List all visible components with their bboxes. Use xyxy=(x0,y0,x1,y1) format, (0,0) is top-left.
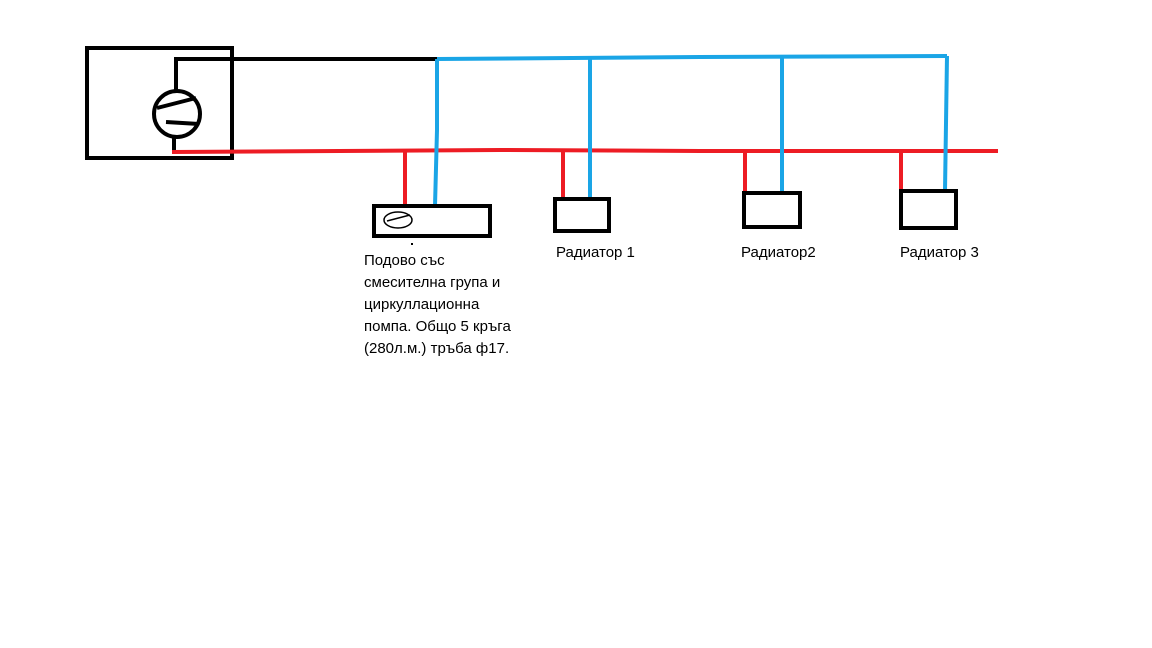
floor-heating-label-line: циркуллационна xyxy=(364,296,480,313)
floor-heating-box xyxy=(372,204,492,238)
floor-heating-label-line: Подово със xyxy=(364,252,445,269)
floor-return-branch xyxy=(433,59,439,207)
floor-heating-label: Подово със смесителна група и циркуллаци… xyxy=(364,252,511,357)
radiator-3 xyxy=(899,189,958,230)
return-main-pipe xyxy=(436,54,948,61)
boiler-box xyxy=(85,46,234,160)
floor-heating-label-line: помпа. Общо 5 кръга xyxy=(364,318,511,335)
radiator-3-return-branch xyxy=(943,55,949,192)
radiator-1 xyxy=(553,197,611,233)
pump-icon xyxy=(383,211,413,229)
stray-mark xyxy=(411,243,413,245)
radiator-3-label: Радиатор 3 xyxy=(900,244,979,261)
radiator-2 xyxy=(742,191,802,229)
radiator-1-label: Радиатор 1 xyxy=(556,244,635,261)
supply-main-pipe xyxy=(171,147,998,154)
floor-heating-unit xyxy=(372,204,492,238)
floor-heating-label-line: смесителна група и xyxy=(364,274,500,291)
floor-heating-label-line: (280л.м.) тръба ф17. xyxy=(364,340,509,357)
boiler xyxy=(85,46,234,160)
radiator-2-label: Радиатор2 xyxy=(741,244,816,261)
